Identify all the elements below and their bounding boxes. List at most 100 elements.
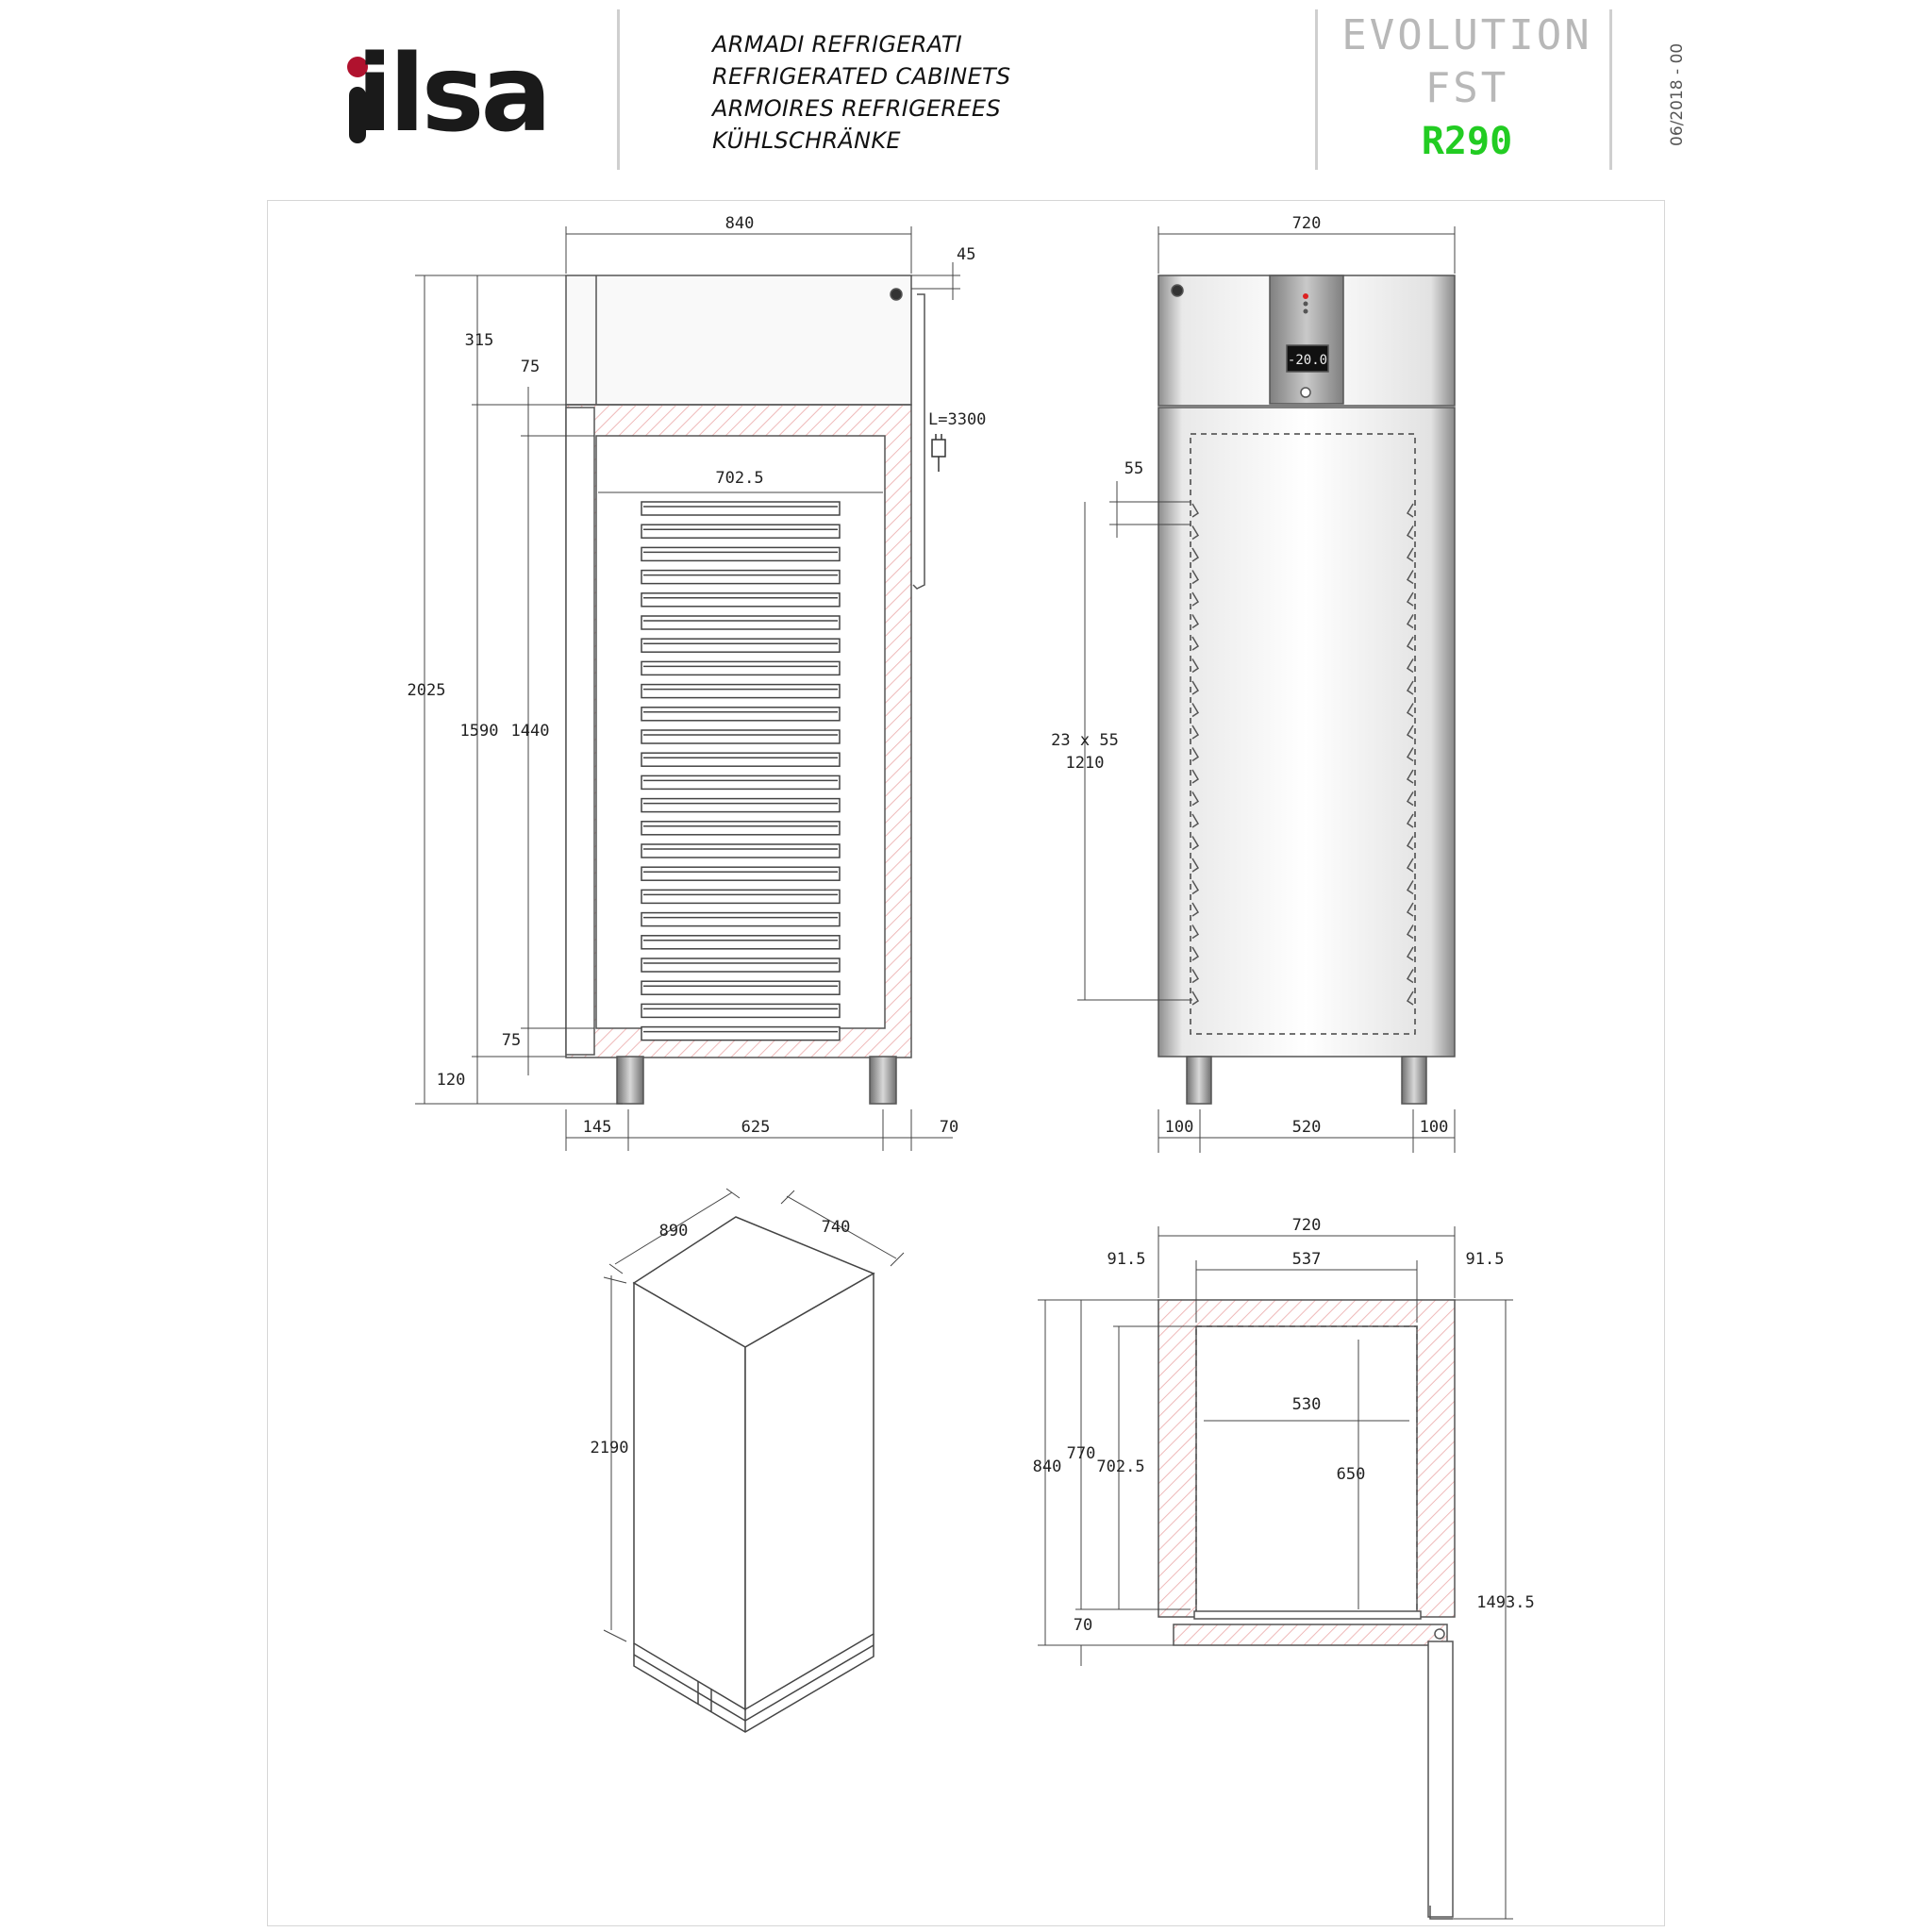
right-rail-support — [1406, 858, 1414, 873]
status-led-icon — [1303, 308, 1308, 314]
right-rail-support — [1406, 724, 1414, 740]
drawing-frame — [267, 200, 1665, 1926]
dim-plan-inner-width: 537 — [1292, 1250, 1322, 1269]
series-name: EVOLUTION — [1341, 11, 1592, 59]
front-gland-icon — [1171, 284, 1184, 297]
dim-plan-side-left: 91.5 — [1108, 1250, 1146, 1269]
title-it: ARMADI REFRIGERATI — [712, 31, 963, 58]
front-door — [1158, 407, 1456, 1058]
side-shelf-tray — [641, 774, 841, 791]
plan-dimension-labels: 720 91.5 537 91.5 530 840 770 702.5 650 … — [1033, 1216, 1535, 1635]
plan-door-open-edge — [1429, 1906, 1453, 1920]
plan-door-open — [1427, 1641, 1454, 1918]
dim-side-foot-left: 145 — [583, 1118, 612, 1137]
right-rail-support — [1406, 836, 1414, 851]
side-shelf-tray — [641, 638, 841, 653]
right-rail-support — [1406, 658, 1414, 674]
dim-plan-door-open: 1493.5 — [1476, 1593, 1534, 1612]
plan-interior — [1195, 1325, 1418, 1614]
left-rail-supports — [1191, 503, 1200, 1006]
title-en: REFRIGERATED CABINETS — [712, 63, 1011, 90]
dim-plan-shelf-width: 530 — [1292, 1395, 1322, 1414]
side-shelf-tray — [641, 546, 841, 562]
status-led-icon — [1303, 301, 1308, 307]
left-rail-support — [1191, 902, 1200, 917]
dim-front-foot-span: 520 — [1292, 1118, 1322, 1137]
side-shelf-tray — [641, 660, 841, 676]
left-rail-support — [1191, 769, 1200, 784]
iso-dimension-labels: 890 740 2190 — [591, 1218, 851, 1457]
left-rail-support — [1191, 969, 1200, 984]
power-button-icon — [1300, 387, 1311, 398]
front-dimension-lines — [1077, 226, 1456, 1153]
right-rail-support — [1406, 769, 1414, 784]
product-category-titles: ARMADI REFRIGERATI REFRIGERATED CABINETS… — [712, 28, 1010, 157]
side-shelf-tray — [641, 821, 841, 836]
left-rail-support — [1191, 503, 1200, 518]
side-shelf-tray — [641, 729, 841, 744]
side-shelf-tray — [641, 524, 841, 539]
dim-side-gap-bottom: 75 — [502, 1031, 521, 1050]
dim-front-width: 720 — [1292, 214, 1322, 233]
front-dimension-labels: 720 55 23 x 55 1210 100 520 100 — [1051, 214, 1448, 1137]
series-block: EVOLUTION FST R290 — [1321, 9, 1613, 168]
dim-plan-side-right: 91.5 — [1466, 1250, 1505, 1269]
dim-front-foot-left: 100 — [1165, 1118, 1194, 1137]
right-rail-supports — [1406, 503, 1414, 1006]
right-rail-support — [1406, 813, 1414, 828]
dim-side-feet-height: 120 — [437, 1071, 466, 1090]
front-interior-outline — [1190, 433, 1416, 1035]
right-rail-support — [1406, 880, 1414, 895]
right-rail-support — [1406, 570, 1414, 585]
right-rail-support — [1406, 991, 1414, 1006]
left-rail-support — [1191, 791, 1200, 807]
side-view — [565, 275, 946, 1105]
plan-door — [1173, 1624, 1448, 1646]
iso-dimension-lines — [603, 1188, 905, 1642]
door-hinge-icon — [1434, 1628, 1445, 1640]
header-divider — [1609, 9, 1612, 170]
left-rail-support — [1191, 570, 1200, 585]
side-dimension-lines — [415, 226, 960, 1151]
side-shelf-tray — [641, 569, 841, 585]
dim-side-offset: 45 — [957, 245, 975, 264]
side-shelf-tray — [641, 935, 841, 950]
dim-side-unit-height: 315 — [465, 331, 494, 350]
dim-rail-count: 23 x 55 — [1051, 731, 1119, 750]
side-shelf-tray — [641, 615, 841, 630]
front-foot-left — [1186, 1056, 1212, 1105]
dim-side-gap-top: 75 — [521, 358, 540, 376]
left-rail-support — [1191, 614, 1200, 629]
side-shelf-tray — [641, 911, 841, 927]
side-shelf-tray — [641, 980, 841, 995]
title-de: KÜHLSCHRÄNKE — [712, 127, 901, 154]
right-rail-support — [1406, 946, 1414, 961]
iso-left-face — [633, 1281, 746, 1711]
logo-stem — [349, 87, 366, 143]
dim-front-foot-right: 100 — [1420, 1118, 1449, 1137]
side-shelf-tray — [641, 1003, 841, 1019]
right-rail-support — [1406, 636, 1414, 651]
left-rail-support — [1191, 880, 1200, 895]
iso-right-face — [744, 1272, 874, 1711]
left-rail-support — [1191, 680, 1200, 695]
left-rail-support — [1191, 946, 1200, 961]
right-rail-support — [1406, 924, 1414, 940]
cable-gland-icon — [890, 288, 903, 301]
side-shelf-tray — [641, 866, 841, 881]
side-shelf-tray — [641, 797, 841, 813]
side-shelf-tray — [641, 843, 841, 858]
side-shelf-tray — [641, 889, 841, 905]
dim-iso-depth: 890 — [659, 1222, 689, 1241]
side-shelf-tray — [641, 501, 841, 516]
right-rail-support — [1406, 791, 1414, 807]
left-rail-support — [1191, 591, 1200, 607]
side-shelf-tray — [641, 707, 841, 722]
side-foot-right — [869, 1056, 897, 1105]
side-foot-left — [616, 1056, 644, 1105]
plug-icon — [931, 434, 946, 472]
left-rail-support — [1191, 747, 1200, 762]
status-led-icon — [1303, 293, 1308, 299]
title-fr: ARMOIRES REFRIGEREES — [712, 95, 1001, 122]
